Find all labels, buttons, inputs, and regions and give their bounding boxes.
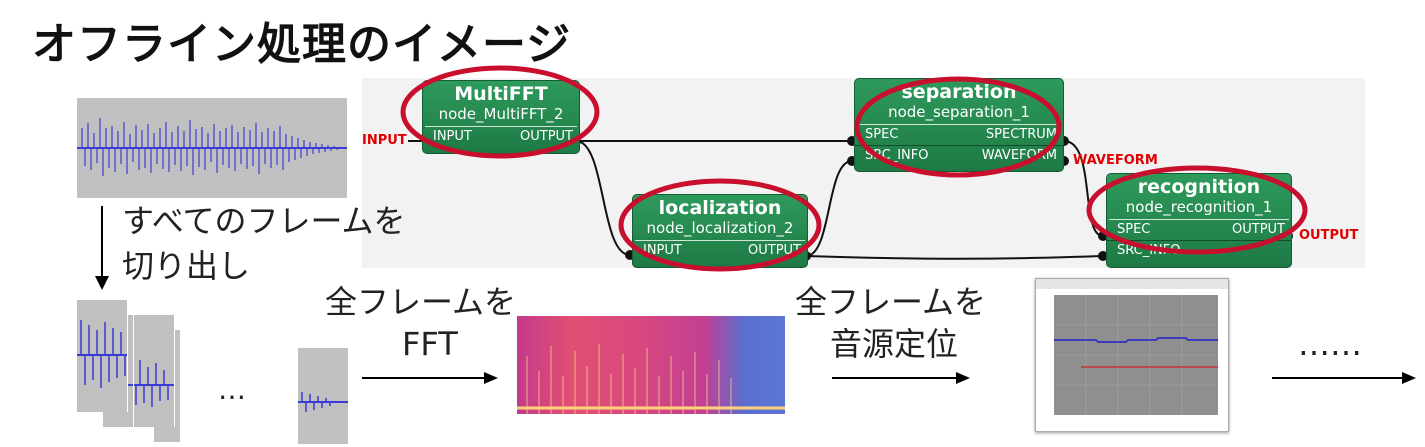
port-waveform[interactable]: WAVEFORM [981, 148, 1057, 163]
port-output[interactable]: OUTPUT [1232, 222, 1285, 237]
waveform-label: WAVEFORM [1073, 153, 1158, 168]
down-arrow [95, 206, 109, 290]
loc-text-line2: 音源定位 [830, 325, 959, 363]
arrow-fft [362, 372, 498, 384]
port-spec[interactable]: SPEC [865, 127, 899, 142]
highlight-separation [854, 76, 1062, 178]
wire-fft-localization [575, 140, 631, 256]
wire-separation-recognition [1063, 140, 1104, 237]
node-name: separation [901, 81, 1017, 103]
port-spec[interactable]: SPEC [1117, 222, 1151, 237]
page-title: オフライン処理のイメージ [32, 19, 572, 70]
arrow-localization [832, 372, 970, 384]
last-frame-image [298, 348, 348, 444]
node-name: localization [658, 197, 782, 219]
output-label: OUTPUT [1299, 228, 1359, 243]
port-output[interactable]: OUTPUT [748, 243, 801, 258]
spectrogram-image [517, 316, 785, 414]
arrow-more [1272, 372, 1416, 384]
node-id: node_MultiFFT_2 [438, 105, 564, 123]
node-multifft[interactable]: MultiFFT node_MultiFFT_2 INPUT OUTPUT [422, 80, 580, 154]
frames-ellipsis: … [218, 373, 246, 406]
port-input[interactable]: INPUT [433, 129, 472, 144]
node-id: node_recognition_1 [1125, 198, 1273, 216]
highlight-recognition [1086, 165, 1308, 255]
input-label: INPUT [362, 133, 407, 148]
node-id: node_separation_1 [888, 103, 1030, 121]
full-waveform-image [77, 98, 347, 198]
port-spectrum[interactable]: SPECTRUM [985, 127, 1057, 142]
localization-plot-image [1035, 278, 1229, 432]
wire-localization-separation [805, 160, 853, 257]
loc-text-line1: 全フレームを [795, 283, 987, 321]
port-src-info[interactable]: SRC_INFO [1117, 243, 1181, 258]
node-localization[interactable]: localization node_localization_2 INPUT O… [632, 194, 808, 268]
port-output[interactable]: OUTPUT [520, 129, 573, 144]
cut-text-line1: すべてのフレームを [122, 202, 406, 240]
cut-text-line2: 切り出し [122, 247, 251, 285]
fft-text-line1: 全フレームを [325, 283, 517, 321]
fft-text-line2: FFT [402, 325, 458, 363]
port-input[interactable]: INPUT [643, 243, 682, 258]
wire-localization-recognition [805, 255, 1104, 260]
highlight-multifft [400, 65, 600, 159]
more-ellipsis: …… [1298, 325, 1362, 363]
frame-image-1 [77, 300, 128, 412]
frame-image-2 [128, 315, 175, 427]
node-id: node_localization_2 [646, 219, 794, 237]
highlight-localization [618, 178, 822, 272]
node-name: MultiFFT [454, 83, 548, 105]
node-name: recognition [1137, 176, 1261, 198]
